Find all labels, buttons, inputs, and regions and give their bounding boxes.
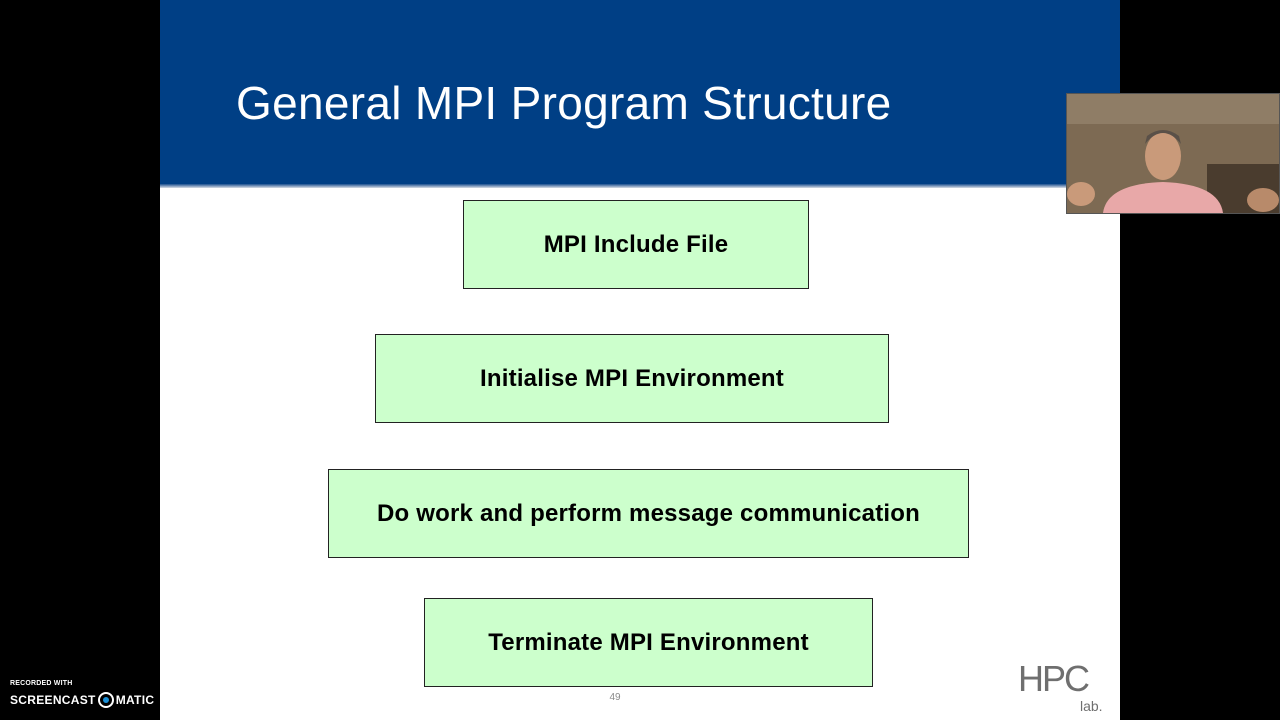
title-bar-shadow [160, 184, 1120, 188]
presenter-video-image [1067, 94, 1279, 213]
page-number: 49 [609, 692, 621, 703]
step-box-initialise: Initialise MPI Environment [375, 334, 889, 423]
step-label: Initialise MPI Environment [480, 364, 784, 392]
webcam-overlay [1066, 93, 1280, 214]
recorded-with-caption: RECORDED WITH [10, 680, 73, 687]
screencast-brand: SCREENCAST MATIC [10, 692, 155, 709]
step-box-terminate: Terminate MPI Environment [424, 598, 873, 687]
hpc-lab-logo: HPC lab. [1018, 658, 1108, 718]
logo-subtext: lab. [1080, 698, 1103, 714]
title-bar: General MPI Program Structure [160, 0, 1120, 188]
slide: General MPI Program Structure MPI Includ… [160, 0, 1120, 720]
step-label: MPI Include File [543, 230, 729, 258]
brand-right: MATIC [115, 693, 155, 708]
step-label: Terminate MPI Environment [488, 628, 809, 656]
brand-left: SCREENCAST [10, 693, 96, 708]
step-box-include: MPI Include File [463, 200, 809, 289]
step-label: Do work and perform message communicatio… [377, 499, 920, 527]
logo-text: HPC [1018, 658, 1090, 699]
record-dot-icon [97, 692, 114, 708]
step-box-work: Do work and perform message communicatio… [328, 469, 969, 558]
slide-title: General MPI Program Structure [236, 77, 892, 129]
screencast-watermark: RECORDED WITH SCREENCAST MATIC [10, 680, 160, 716]
